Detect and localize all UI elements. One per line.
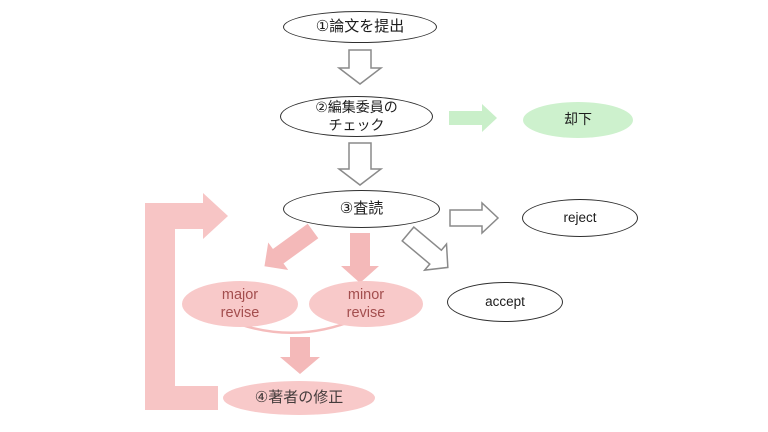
node-submit-paper-label: ①論文を提出 bbox=[315, 17, 405, 35]
node-accept: accept bbox=[447, 282, 563, 322]
arrow-submit-to-check bbox=[336, 49, 384, 85]
node-peer-review: ③査読 bbox=[283, 190, 440, 228]
arrow-check-to-kyakka bbox=[449, 104, 497, 132]
node-editorial-check-label-line2: チェック bbox=[328, 116, 385, 133]
arrow-review-to-major bbox=[264, 223, 319, 271]
arrow-check-to-review bbox=[336, 142, 384, 186]
node-peer-review-label: ③査読 bbox=[339, 199, 384, 217]
node-author-revision-label: ④著者の修正 bbox=[254, 388, 344, 406]
node-major-revise-label-line2: revise bbox=[220, 305, 260, 321]
node-kyakka: 却下 bbox=[523, 102, 633, 138]
node-minor-revise-label-line1: minor bbox=[347, 286, 385, 303]
arrow-revise-to-author bbox=[280, 337, 320, 374]
node-author-revision: ④著者の修正 bbox=[223, 381, 375, 415]
arrow-review-to-accept bbox=[401, 226, 449, 272]
node-kyakka-label: 却下 bbox=[564, 111, 592, 128]
arrow-review-to-reject bbox=[449, 201, 500, 235]
node-accept-label: accept bbox=[485, 293, 525, 309]
node-reject-label: reject bbox=[563, 209, 597, 225]
node-minor-revise-label-line2: revise bbox=[346, 305, 386, 321]
node-minor-revise: minor revise bbox=[309, 281, 423, 327]
loop-arrow-author-to-review bbox=[145, 193, 228, 410]
node-editorial-check: ②編集委員の チェック bbox=[280, 96, 433, 137]
node-major-revise-label-line1: major bbox=[221, 286, 259, 303]
node-reject: reject bbox=[522, 199, 638, 237]
node-major-revise: major revise bbox=[182, 281, 298, 327]
arrow-review-to-minor bbox=[341, 233, 379, 283]
node-editorial-check-label-line1: ②編集委員の bbox=[315, 99, 398, 115]
node-submit-paper: ①論文を提出 bbox=[283, 11, 437, 43]
